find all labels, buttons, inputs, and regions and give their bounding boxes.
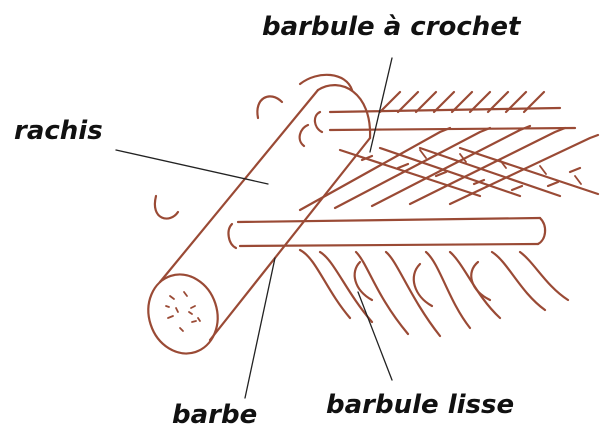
- leader-barbule-crochet: [370, 58, 392, 152]
- lower-barbe: [229, 218, 546, 248]
- hooked-barbules: [300, 126, 598, 210]
- rachis-cross-section: [138, 265, 227, 362]
- leader-barbe: [245, 258, 275, 398]
- leader-rachis: [116, 150, 268, 184]
- upper-barbe: [315, 108, 575, 132]
- label-barbe: barbe: [172, 402, 257, 428]
- label-rachis: rachis: [14, 118, 103, 144]
- smooth-barbules: [300, 250, 568, 336]
- leader-lines: [116, 58, 392, 398]
- label-barbule-lisse: barbule lisse: [326, 392, 514, 418]
- label-barbule-crochet: barbule à crochet: [262, 14, 520, 40]
